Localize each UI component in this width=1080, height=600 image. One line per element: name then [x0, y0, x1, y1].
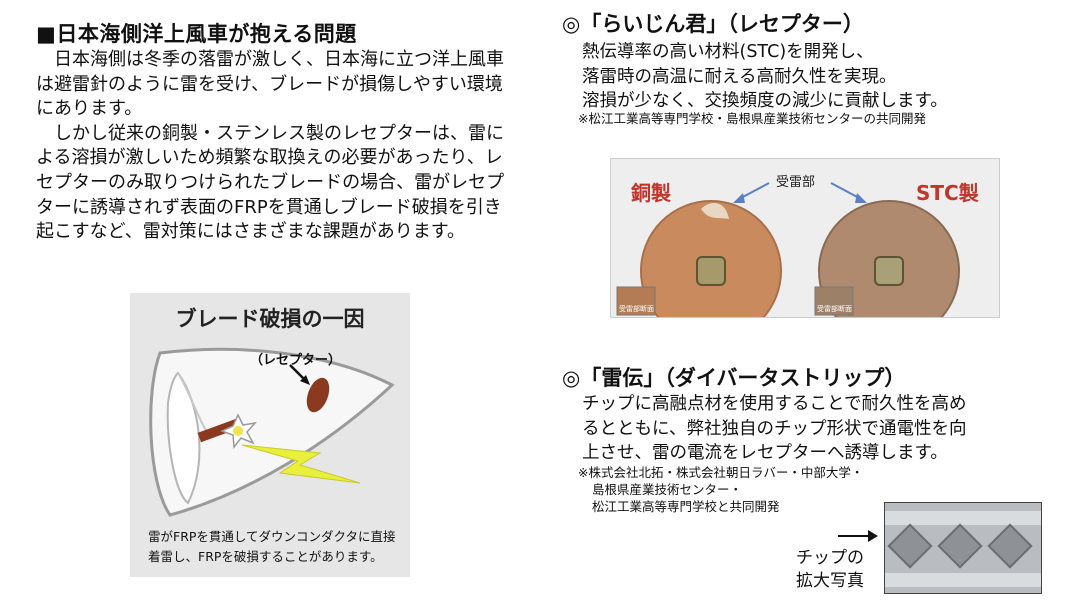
raiden-line-1: チップに高融点材を使用することで耐久性を高め	[582, 394, 967, 414]
lightning-bolt-icon	[241, 444, 361, 484]
body-paragraph-2: しかし従来の銅製・ステンレス製のレセプターは、雷による溶損が激しいため頻繁な取換…	[36, 122, 505, 243]
receptor-label: （レセプター）	[250, 353, 342, 368]
raijinkun-heading: ◎「らいじん君」（レセプター）	[562, 12, 864, 36]
blade-damage-figure: ブレード破損の一因 （レセプター） 雷がFRPを貫通してダウンコンダクタに直接着…	[130, 293, 410, 577]
receptor-photo-graphic: 受雷部断面 受雷部断面	[611, 159, 999, 317]
inset-label-left: 受雷部断面	[619, 304, 654, 313]
raiden-note-2: 島根県産業技術センター・	[592, 482, 743, 497]
body-paragraph-1: 日本海側は冬季の落雷が激しく、日本海に立つ洋上風車は避雷針のように雷を受け、ブレ…	[36, 49, 504, 120]
copper-bolt	[696, 256, 726, 286]
raiden-notes: ※株式会社北拓・株式会社朝日ラバー・中部大学・ 島根県産業技術センター・ 松江工…	[578, 464, 863, 515]
blade-cavity	[166, 371, 201, 505]
raijinkun-line-2: 落雷時の高温に耐える高耐久性を実現。	[582, 66, 897, 87]
figure-title: ブレード破損の一因	[175, 307, 365, 331]
chip-diamond-1	[887, 523, 933, 569]
raiden-note-3: 松江工業高等専門学校と共同開発	[592, 499, 780, 514]
arrow-right-icon	[838, 530, 878, 542]
stc-label: STC製	[916, 181, 979, 205]
section-title: ■日本海側洋上風車が抱える問題	[36, 22, 357, 46]
raijinkun-note: ※松江工業高等専門学校・島根県産業技術センターの共同開発	[578, 111, 926, 126]
copper-inset	[616, 286, 656, 316]
figure-caption: 雷がFRPを貫通してダウンコンダクタに直接着雷し、FRPを破損することがあります…	[148, 529, 396, 564]
stc-bolt	[874, 256, 904, 286]
section-body: 日本海側は冬季の落雷が激しく、日本海に立つ洋上風車は避雷針のように雷を受け、ブレ…	[36, 48, 514, 245]
receptor-part-label: 受雷部	[776, 175, 816, 190]
raiden-line-3: 上させ、雷の電流をレセプターへ誘導します。	[582, 443, 948, 463]
copper-label: 銅製	[631, 181, 671, 205]
stc-inset	[814, 286, 854, 316]
chip-caption: チップの 拡大写真	[790, 547, 870, 593]
down-conductor	[197, 417, 243, 443]
inset-label-right: 受雷部断面	[817, 304, 852, 313]
chip-diamond-3	[987, 523, 1033, 569]
chip-caption-line-1: チップの	[796, 548, 864, 568]
raiden-heading: ◎「雷伝」（ダイバータストリップ）	[562, 366, 906, 390]
raiden-note-1: ※株式会社北拓・株式会社朝日ラバー・中部大学・	[578, 465, 864, 480]
chip-caption-line-2: 拡大写真	[796, 571, 864, 591]
raijinkun-line-1: 熱伝導率の高い材料(STC)を開発し、	[582, 42, 874, 62]
blade-illustration	[149, 347, 395, 517]
receptor-mark	[306, 377, 330, 413]
raijinkun-description: 熱伝導率の高い材料(STC)を開発し、 落雷時の高温に耐える高耐久性を実現。 溶…	[582, 40, 1042, 114]
chip-closeup-photo	[884, 502, 1042, 594]
chip-photo-graphic	[885, 503, 1041, 593]
raiden-description: チップに高融点材を使用することで耐久性を高め るとともに、弊社独自のチップ形状で…	[582, 392, 1042, 466]
chip-diamond-2	[937, 523, 983, 569]
raijinkun-line-3: 溶損が少なく、交換頻度の減少に貢献します。	[582, 91, 948, 111]
receptor-comparison-photo: 受雷部断面 受雷部断面 銅製 受雷部 STC製	[610, 158, 1000, 318]
raiden-line-2: るとともに、弊社独自のチップ形状で通電性を向	[582, 418, 967, 439]
